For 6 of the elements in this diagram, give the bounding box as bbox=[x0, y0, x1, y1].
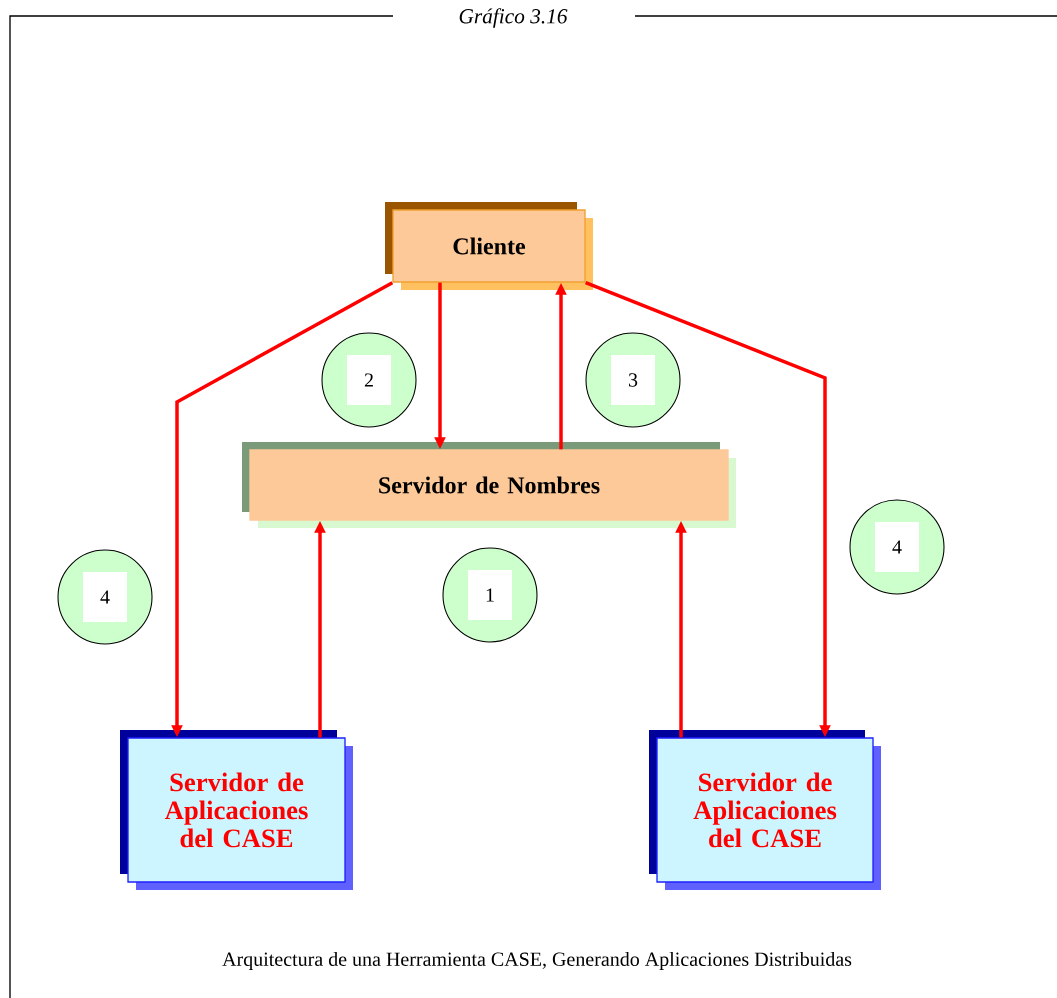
client-box: Cliente bbox=[385, 202, 593, 290]
server-box: Servidor de Aplicaciones del CASE bbox=[649, 730, 881, 890]
server-box: Servidor de Aplicaciones del CASE bbox=[120, 730, 353, 890]
title: Gráfico 3.16 bbox=[459, 8, 568, 28]
caption: Arquitectura de una Herramienta CASE, Generando Aplicaciones Distribuidas bbox=[222, 951, 852, 971]
server-box: Servidor de Nombres bbox=[242, 442, 736, 528]
